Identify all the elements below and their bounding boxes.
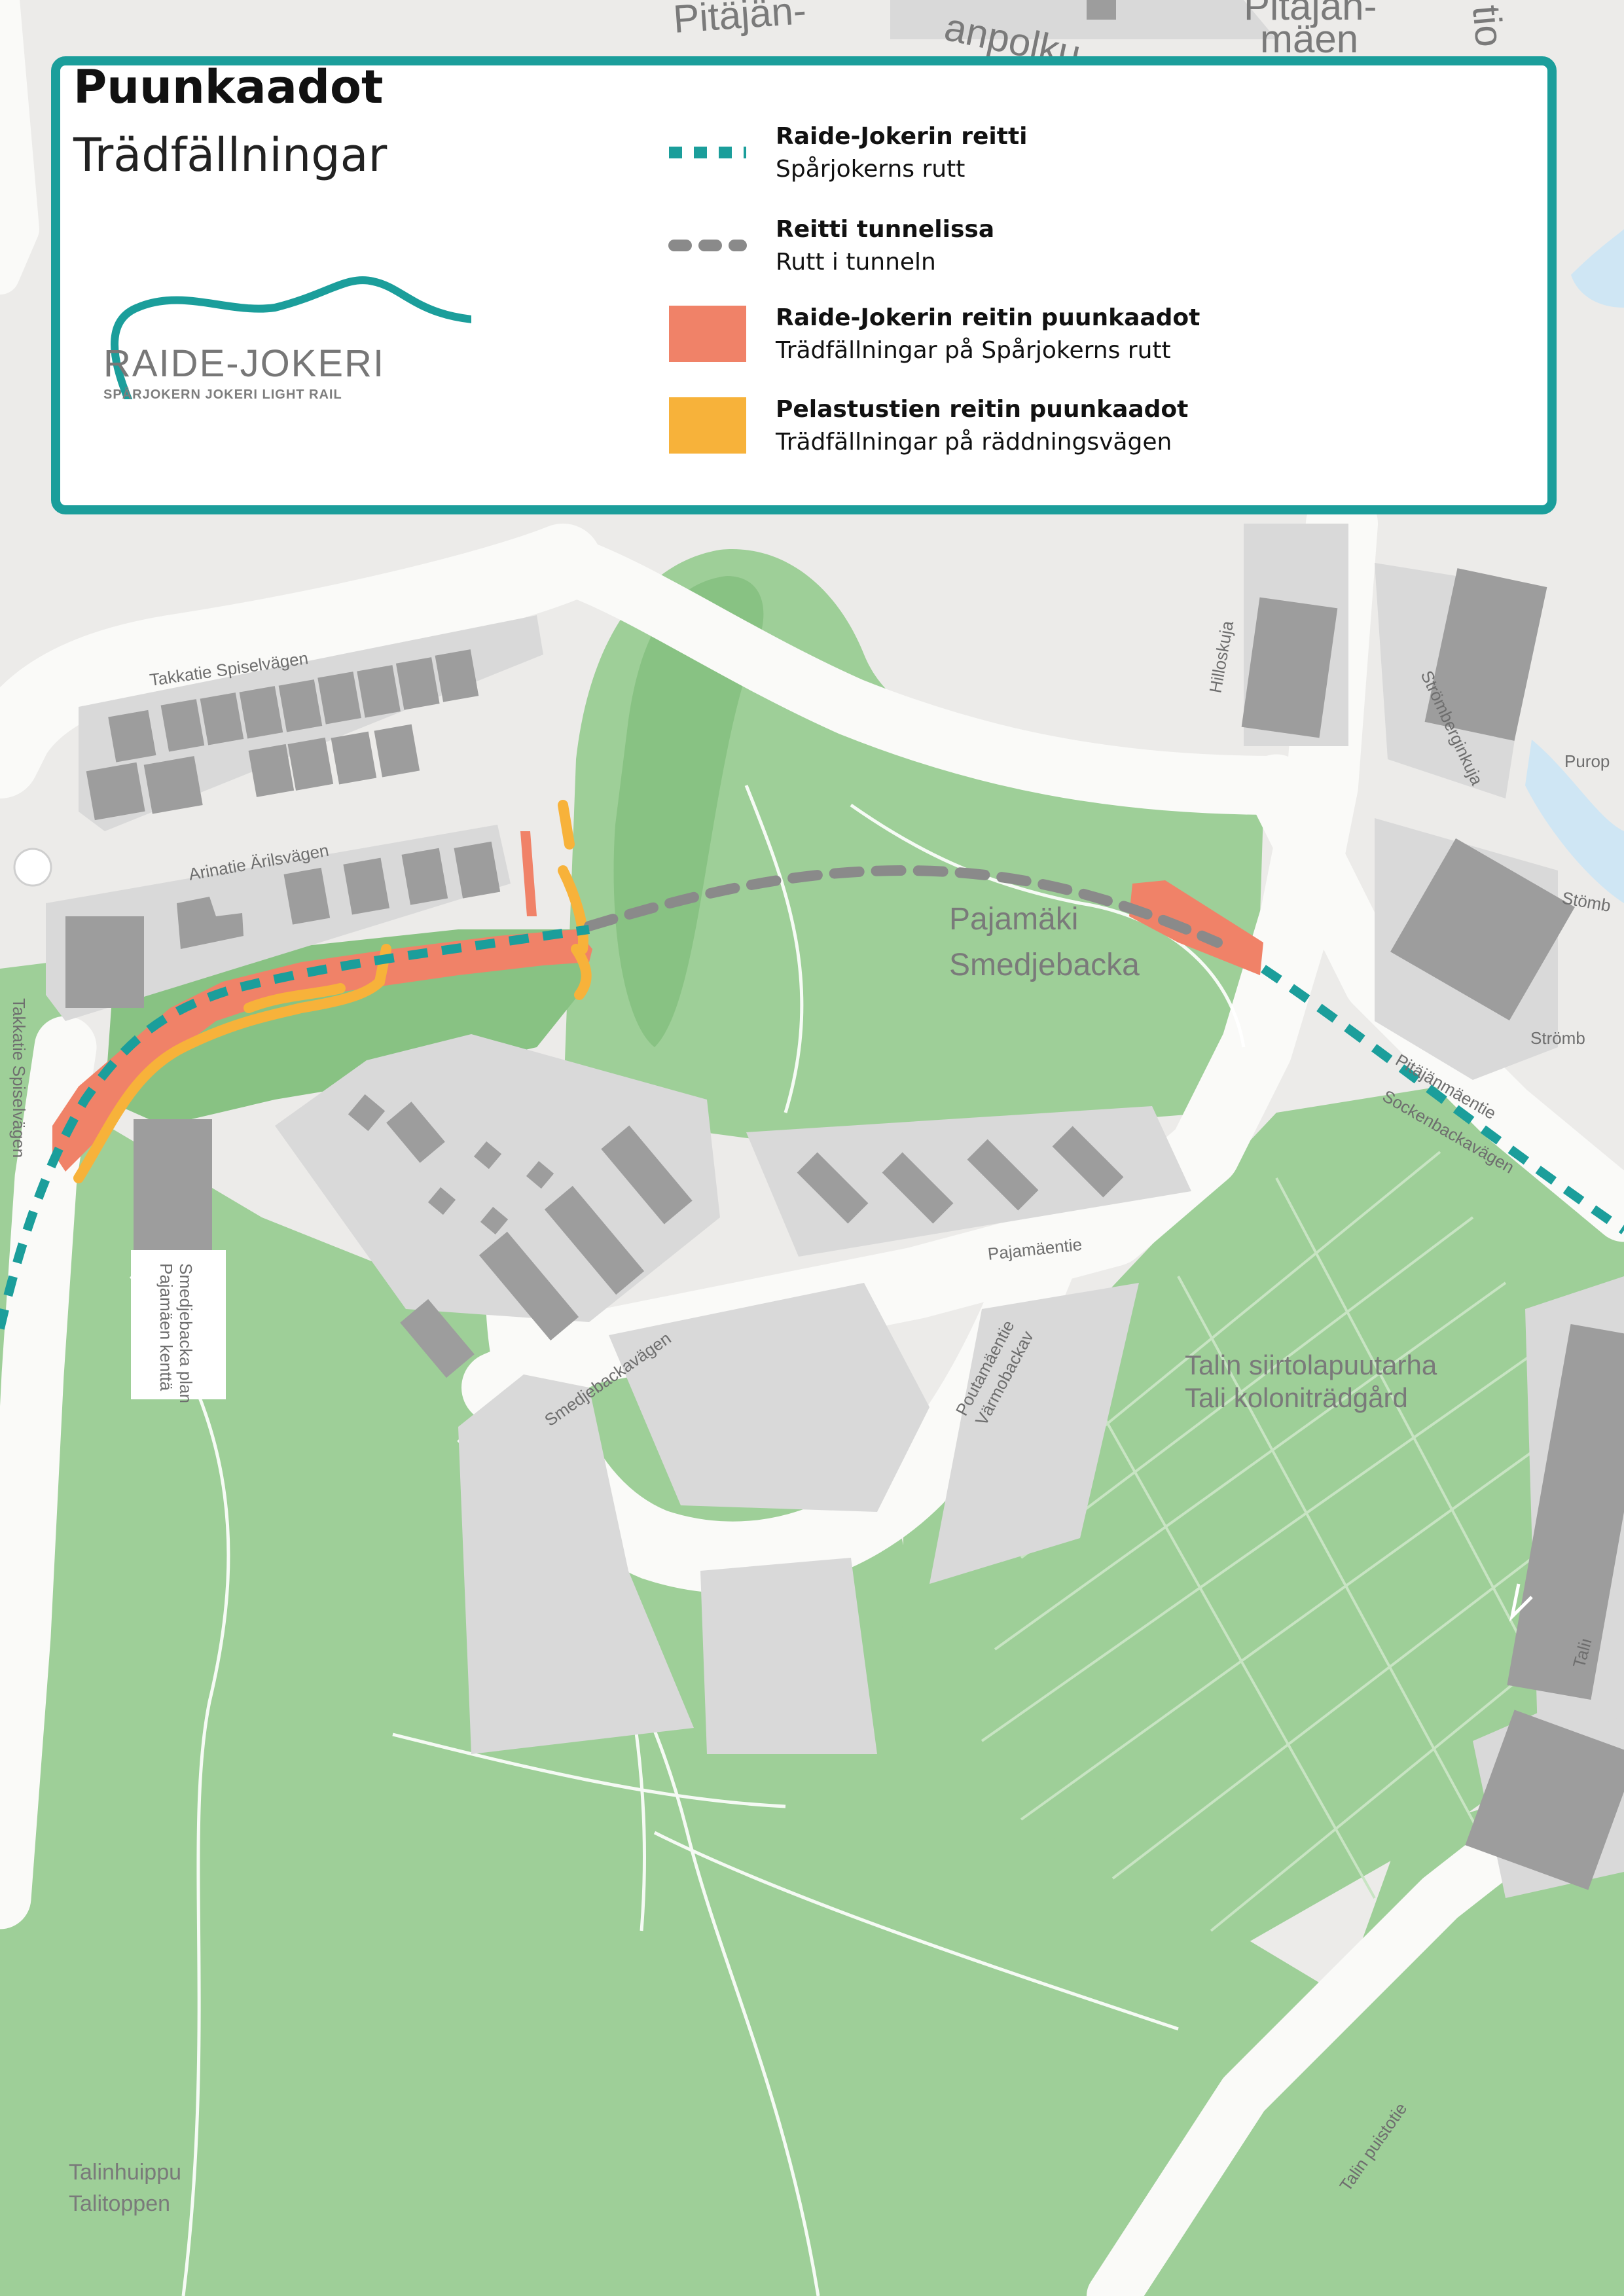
label-tali-kolonitradgard: Tali koloniträdgård bbox=[1185, 1382, 1408, 1413]
label-talitoppen: Talitoppen bbox=[69, 2191, 170, 2216]
legend-item-label-sv: Trädfällningar på räddningsvägen bbox=[776, 429, 1172, 456]
grey-dashed-line-icon bbox=[668, 240, 747, 251]
salmon-area-icon bbox=[669, 306, 746, 362]
legend-item-label-fi: Raide-Jokerin reitin puunkaadot bbox=[776, 304, 1200, 331]
label-smedjebacka-plan: Smedjebacka plan bbox=[176, 1263, 196, 1403]
felling-area-rescue bbox=[73, 800, 592, 1183]
footpaths bbox=[129, 785, 1246, 2296]
legend-item-label-fi: Raide-Jokerin reitti bbox=[776, 123, 1028, 150]
tunnel-route bbox=[584, 865, 1223, 948]
logo-name: RAIDE-JOKERI bbox=[103, 342, 386, 385]
street-stromb: Strömb bbox=[1530, 1028, 1585, 1048]
label-smedjebacka: Smedjebacka bbox=[949, 948, 1140, 982]
legend-item-felling-route: Raide-Jokerin reitin puunkaadot Trädfäll… bbox=[668, 304, 1388, 376]
logo-wave-icon bbox=[111, 276, 471, 399]
west-forest-strip bbox=[105, 929, 589, 1126]
legend-item-label-fi: Reitti tunnelissa bbox=[776, 216, 995, 243]
tram-route-east bbox=[1261, 965, 1624, 1234]
legend-item-label-sv: Spårjokerns rutt bbox=[776, 156, 965, 183]
label-pajamaki: Pajamäki bbox=[949, 902, 1078, 937]
allotment-garden-area bbox=[903, 1086, 1624, 1964]
street-takkatie-left: Takkatie Spiselvägen bbox=[9, 998, 29, 1158]
label-pajamaen-kentta: Pajamäen kenttä bbox=[156, 1263, 176, 1391]
label-talin-siirtolapuutarha: Talin siirtolapuutarha bbox=[1185, 1350, 1437, 1380]
street-pitajan-mae-1: Pitäjän- bbox=[1244, 0, 1377, 28]
water-channel bbox=[1525, 740, 1624, 903]
legend-item-label-sv: Trädfällningar på Spårjokerns rutt bbox=[776, 337, 1171, 364]
legend-item-tunnel-route: Reitti tunnelissa Rutt i tunneln bbox=[668, 216, 1388, 288]
legend-item-label-fi: Pelastustien reitin puunkaadot bbox=[776, 396, 1189, 423]
logo-tagline: SPÅRJOKERN JOKERI LIGHT RAIL bbox=[103, 387, 342, 402]
sports-field-label-box bbox=[131, 1250, 226, 1399]
water-top-right bbox=[1571, 229, 1624, 308]
legend-item-felling-rescue: Pelastustien reitin puunkaadot Trädfälln… bbox=[668, 396, 1388, 468]
label-talinhuippu: Talinhuippu bbox=[69, 2160, 181, 2185]
tram-route bbox=[0, 925, 590, 1330]
legend-subtitle: Trädfällningar bbox=[73, 128, 388, 182]
buildings bbox=[65, 0, 1624, 1890]
legend-item-label-sv: Rutt i tunneln bbox=[776, 249, 936, 276]
felling-area-route-branch bbox=[520, 831, 537, 916]
street-purop: Purop bbox=[1564, 751, 1610, 771]
legend-title: Puunkaadot bbox=[73, 60, 384, 114]
direction-arrow-icon bbox=[1509, 1583, 1533, 1622]
legend-panel bbox=[51, 56, 1557, 514]
park-area-southwest bbox=[0, 962, 916, 1800]
legend-item-tram-route: Raide-Jokerin reitti Spårjokerns rutt bbox=[668, 123, 1388, 195]
roundabout-marker bbox=[13, 848, 52, 887]
felling-area-route-east bbox=[1129, 880, 1263, 975]
felling-area-route bbox=[52, 929, 592, 1172]
teal-dashed-line-icon bbox=[669, 147, 746, 158]
street-tio-top: tio bbox=[1464, 3, 1511, 48]
orange-area-icon bbox=[669, 397, 746, 454]
street-pitajan-mae-2: mäen bbox=[1260, 17, 1358, 61]
raide-jokeri-logo bbox=[111, 276, 471, 399]
pajamaki-forest bbox=[613, 576, 764, 1047]
